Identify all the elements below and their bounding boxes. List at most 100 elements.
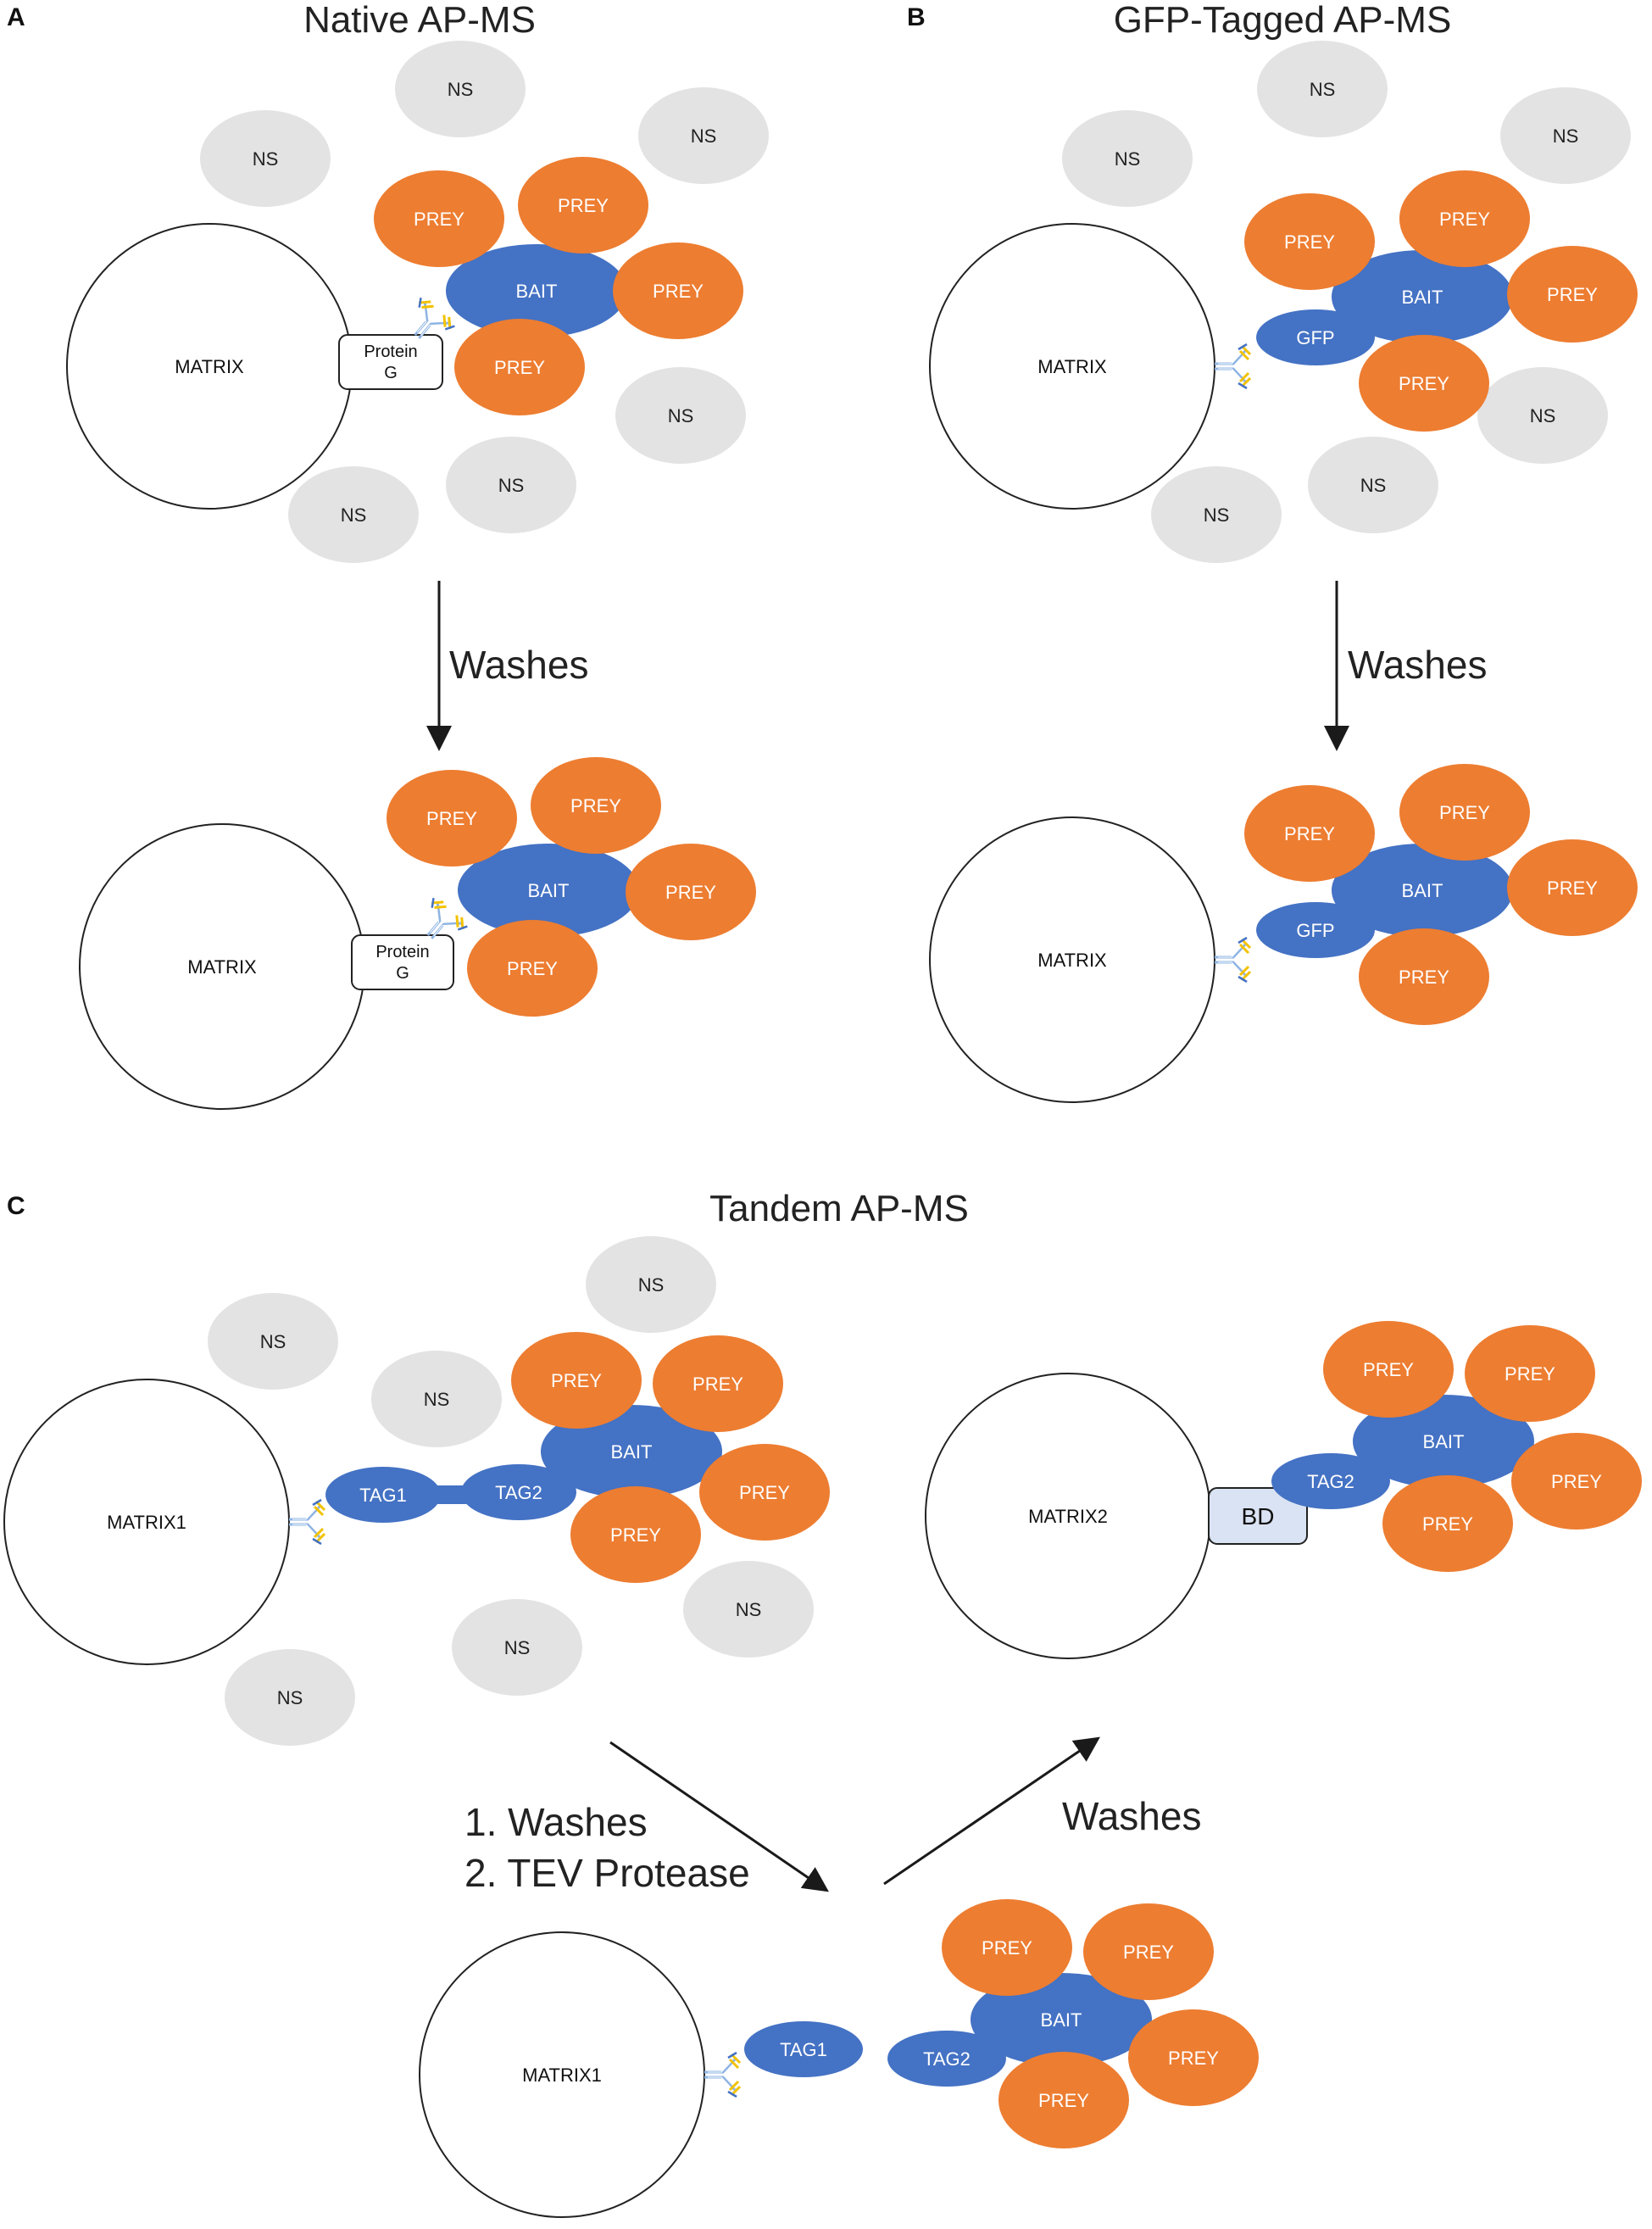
antibody-icon bbox=[703, 2051, 742, 2098]
matrix-label: MATRIX bbox=[175, 356, 244, 377]
prey-label: PREY bbox=[1439, 209, 1490, 230]
matrix1-bead bbox=[3, 1379, 290, 1665]
ns-protein bbox=[683, 1561, 814, 1658]
ns-protein bbox=[1257, 41, 1388, 137]
tag1 bbox=[325, 1467, 441, 1523]
bait-label: BAIT bbox=[1423, 1431, 1465, 1452]
prey-protein bbox=[1359, 928, 1489, 1025]
prey-label: PREY bbox=[1399, 967, 1449, 988]
ns-label: NS bbox=[341, 504, 367, 526]
ns-label: NS bbox=[691, 125, 717, 147]
prey-protein bbox=[1511, 1433, 1642, 1530]
bait-protein bbox=[1332, 844, 1513, 937]
prey-protein bbox=[518, 157, 648, 254]
ns-label: NS bbox=[668, 405, 694, 426]
ns-protein bbox=[1308, 437, 1438, 533]
ns-label: NS bbox=[736, 1599, 762, 1620]
tag2-label: TAG2 bbox=[495, 1482, 542, 1503]
prey-protein bbox=[998, 2052, 1129, 2148]
ns-proteins: NS NS NS NS NS NS bbox=[200, 41, 769, 563]
protein-g-box bbox=[351, 934, 454, 990]
prey-protein bbox=[511, 1332, 642, 1429]
prey-protein bbox=[374, 170, 504, 267]
panel-letter-a: A bbox=[7, 3, 25, 31]
ns-label: NS bbox=[260, 1331, 286, 1352]
prey-protein bbox=[387, 770, 517, 867]
tev-arrow bbox=[609, 1741, 829, 1892]
tag2 bbox=[1271, 1453, 1390, 1509]
ns-label: NS bbox=[638, 1274, 665, 1296]
gfp-tag bbox=[1256, 902, 1375, 958]
panel-title-a: Native AP-MS bbox=[303, 0, 536, 41]
matrix2-label: MATRIX2 bbox=[1028, 1506, 1108, 1527]
antibody-icon bbox=[287, 1498, 326, 1546]
prey-protein bbox=[699, 1444, 830, 1541]
tag2-label: TAG2 bbox=[1307, 1471, 1354, 1492]
prey-protein bbox=[1359, 335, 1489, 432]
matrix1-label: MATRIX1 bbox=[522, 2065, 602, 2086]
prey-label: PREY bbox=[494, 357, 545, 378]
ns-proteins: NS NS NS NS NS NS bbox=[1062, 41, 1631, 563]
ns-label: NS bbox=[277, 1687, 303, 1708]
bait-protein bbox=[446, 244, 627, 337]
antibody-icon bbox=[1213, 343, 1252, 390]
prey-protein bbox=[467, 920, 598, 1017]
gfp-label: GFP bbox=[1296, 920, 1334, 941]
prey-label: PREY bbox=[551, 1370, 602, 1391]
prey-protein bbox=[531, 757, 661, 854]
ns-protein bbox=[1062, 110, 1193, 207]
matrix1-label: MATRIX1 bbox=[107, 1512, 186, 1533]
bait-label: BAIT bbox=[1402, 880, 1443, 901]
prey-label: PREY bbox=[1363, 1359, 1414, 1380]
protein-g-label-line2: G bbox=[384, 364, 398, 382]
ns-protein bbox=[1477, 367, 1608, 464]
prey-protein bbox=[1399, 764, 1530, 861]
ns-protein bbox=[395, 41, 526, 137]
prey-label: PREY bbox=[414, 209, 464, 230]
ns-protein bbox=[371, 1351, 502, 1447]
prey-protein bbox=[1382, 1475, 1513, 1572]
prey-label: PREY bbox=[1168, 2048, 1219, 2069]
prey-protein bbox=[1465, 1325, 1595, 1422]
ns-protein bbox=[200, 110, 331, 207]
bait-protein bbox=[541, 1405, 722, 1498]
panel-a: A Native AP-MS NS NS NS NS NS NS MATRIX … bbox=[7, 0, 769, 1110]
prey-label: PREY bbox=[610, 1524, 661, 1546]
prey-protein bbox=[1507, 839, 1638, 936]
tag1 bbox=[744, 2021, 863, 2077]
bait-label: BAIT bbox=[1041, 2009, 1082, 2031]
wash-label: Washes bbox=[1348, 643, 1487, 687]
prey-label: PREY bbox=[1547, 284, 1598, 305]
matrix1-bead bbox=[419, 1931, 705, 2218]
protein-g-box bbox=[338, 334, 443, 390]
gfp-tag bbox=[1256, 309, 1375, 365]
ns-protein bbox=[1151, 466, 1282, 563]
matrix-bead bbox=[929, 223, 1215, 510]
prey-label: PREY bbox=[1284, 823, 1335, 844]
prey-label: PREY bbox=[1547, 878, 1598, 899]
ns-label: NS bbox=[504, 1637, 531, 1658]
ns-label: NS bbox=[424, 1389, 450, 1410]
panel-b: B GFP-Tagged AP-MS NS NS NS NS NS NS MAT… bbox=[907, 0, 1638, 1103]
tag1-label: TAG1 bbox=[780, 2039, 827, 2060]
prey-label: PREY bbox=[507, 958, 558, 979]
ns-label: NS bbox=[1530, 405, 1556, 426]
ns-protein bbox=[288, 466, 419, 563]
ns-protein bbox=[586, 1236, 716, 1333]
ns-label: NS bbox=[1115, 148, 1141, 170]
panel-c: C Tandem AP-MS NS NS NS NS NS NS MATRIX1… bbox=[3, 1188, 1642, 2218]
bd-label: BD bbox=[1242, 1503, 1275, 1530]
ns-protein bbox=[446, 437, 576, 533]
prey-label: PREY bbox=[426, 808, 477, 829]
prey-protein bbox=[454, 319, 585, 415]
prey-protein bbox=[653, 1335, 783, 1432]
prey-label: PREY bbox=[653, 281, 704, 302]
matrix-bead bbox=[929, 816, 1215, 1103]
protein-g-label-line1: Protein bbox=[364, 343, 417, 361]
tag2 bbox=[887, 2031, 1006, 2087]
matrix-label: MATRIX bbox=[1037, 950, 1107, 971]
prey-label: PREY bbox=[1439, 802, 1490, 823]
prey-label: PREY bbox=[1038, 2090, 1089, 2111]
prey-protein bbox=[626, 844, 756, 940]
